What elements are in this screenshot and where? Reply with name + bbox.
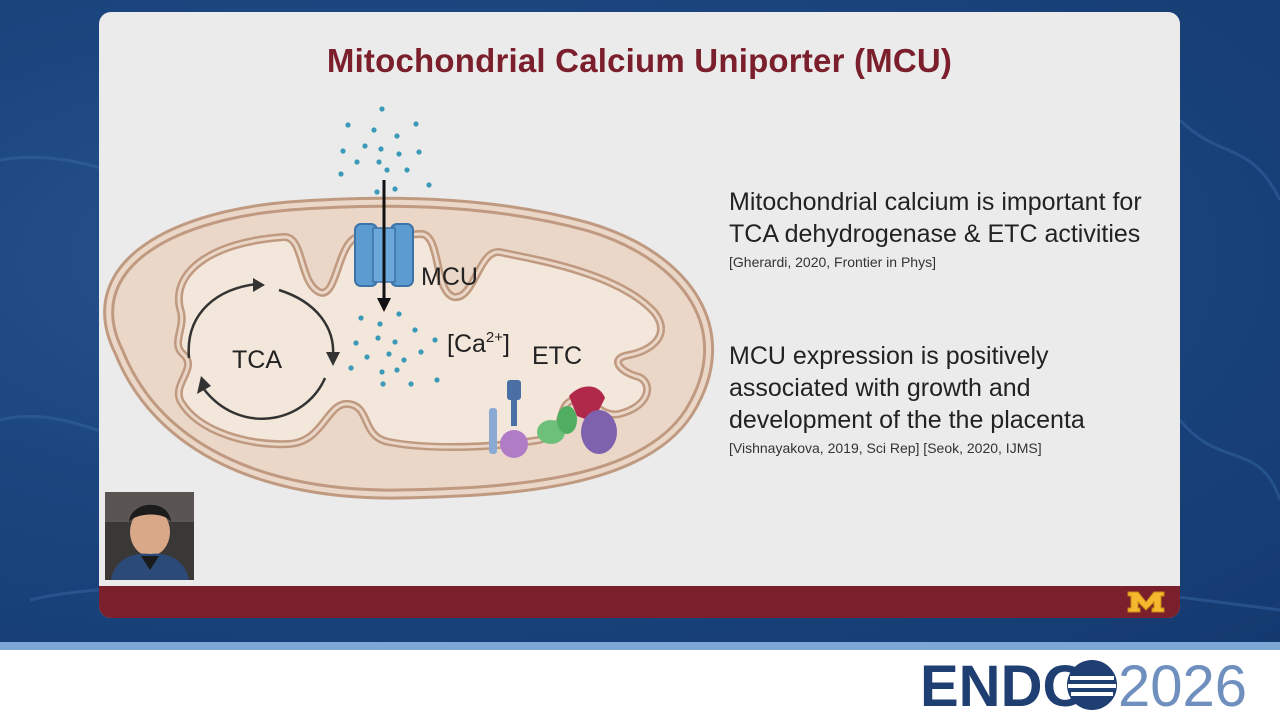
slide-footer-bar	[99, 586, 1180, 618]
mitochondria-diagram: TCA MCU [Ca2+] ETC	[103, 106, 714, 500]
presentation-slide: Mitochondrial Calcium Uniporter (MCU)	[99, 12, 1180, 618]
calcium-label-charge: 2+	[486, 329, 503, 346]
endo-wordmark: ENDO	[920, 656, 1088, 714]
presenter-video-image	[105, 492, 194, 580]
calcium-ions-outside	[338, 106, 432, 195]
calcium-label-base: [Ca	[447, 330, 486, 358]
university-m-logo	[1127, 591, 1165, 613]
etc-label: ETC	[532, 342, 582, 370]
bullet-reference: [Gherardi, 2020, Frontier in Phys]	[729, 254, 936, 270]
bullet-calcium-importance: Mitochondrial calcium is important for T…	[729, 186, 1169, 272]
calcium-ions-matrix	[348, 311, 440, 387]
bullet-text: Mitochondrial calcium is important for T…	[729, 188, 1142, 248]
bullet-reference: [Vishnayakova, 2019, Sci Rep] [Seok, 202…	[729, 440, 1042, 456]
etc-complexes	[489, 380, 617, 458]
mcu-label: MCU	[421, 263, 478, 291]
accent-stripe	[0, 642, 1280, 650]
calcium-label-close: ]	[503, 330, 510, 358]
bullet-mcu-placenta: MCU expression is positively associated …	[729, 340, 1169, 458]
slide-title: Mitochondrial Calcium Uniporter (MCU)	[326, 42, 953, 79]
mcu-channel	[354, 223, 414, 287]
bullet-text: MCU expression is positively associated …	[729, 342, 1085, 434]
presenter-webcam	[105, 492, 194, 580]
tca-label: TCA	[232, 346, 282, 374]
endo-2026-logo: ENDO 2026	[920, 656, 1247, 714]
endo-year: 2026	[1118, 656, 1247, 714]
tca-cycle-arrows	[187, 282, 335, 420]
globe-icon	[1067, 660, 1117, 710]
calcium-label: [Ca2+]	[447, 329, 510, 358]
